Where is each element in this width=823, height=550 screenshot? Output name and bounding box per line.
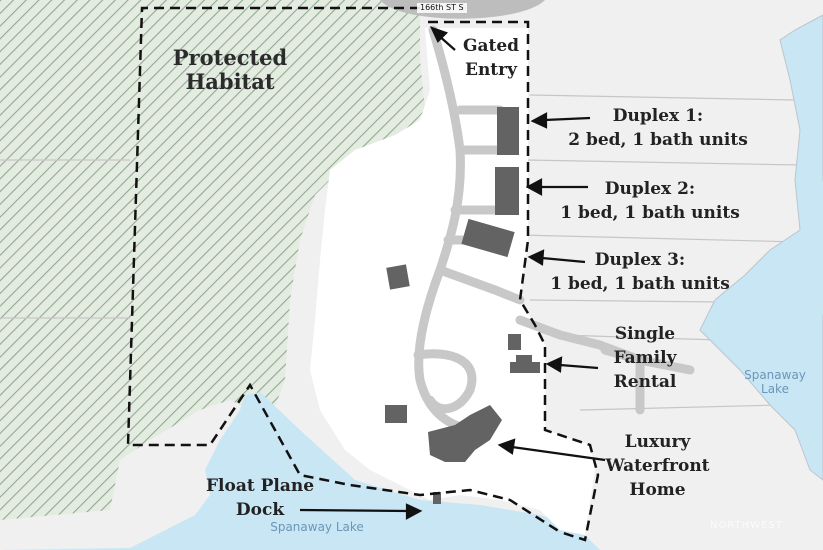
float-plane-dock-line-1: Float Plane — [205, 476, 315, 496]
lake-east-line-1: Spanaway — [744, 368, 806, 382]
luxury-home-building — [428, 405, 502, 462]
duplex1-label: Duplex 1: 2 bed, 1 bath units — [548, 104, 768, 152]
single-family-building — [510, 355, 540, 373]
small-structure — [508, 334, 521, 350]
float-plane-dock-line-2: Dock — [235, 500, 285, 520]
protected-habitat-label: Protected Habitat — [160, 46, 300, 94]
single-family-line-2: Family — [613, 348, 677, 368]
lake-east-bay — [795, 180, 823, 315]
duplex1-building — [497, 107, 519, 155]
outbuilding-2 — [385, 405, 407, 423]
lake-south-label: Spanaway Lake — [270, 520, 364, 534]
duplex3-line-2: 1 bed, 1 bath units — [550, 274, 730, 294]
gated-entry-line-1: Gated — [462, 36, 520, 56]
duplex1-line-1: Duplex 1: — [612, 106, 704, 126]
luxury-home-arrow — [511, 445, 606, 462]
lake-east-label: Spanaway Lake — [735, 368, 815, 396]
duplex2-building — [495, 167, 519, 215]
habitat-area — [0, 0, 425, 520]
gated-entry-label: Gated Entry — [455, 34, 527, 82]
float-plane-dock-label: Float Plane Dock — [195, 474, 325, 522]
single-family-arrow — [559, 363, 599, 370]
duplex3-line-1: Duplex 3: — [594, 250, 686, 270]
luxury-home-line-3: Home — [629, 480, 686, 500]
single-family-line-1: Single — [614, 324, 676, 344]
pointer-arrows — [299, 26, 606, 520]
duplex3-label: Duplex 3: 1 bed, 1 bath units — [530, 248, 750, 296]
lake-east-line-2: Lake — [761, 382, 789, 396]
lake-east — [699, 14, 823, 481]
duplex3-building — [461, 218, 515, 258]
gated-entry-line-2: Entry — [464, 60, 517, 80]
duplex2-label: Duplex 2: 1 bed, 1 bath units — [540, 177, 760, 225]
single-family-line-3: Rental — [613, 372, 677, 392]
watermark: NORTHWEST — [710, 520, 783, 531]
property-area — [310, 28, 595, 535]
duplex2-line-1: Duplex 2: — [604, 179, 696, 199]
luxury-home-line-1: Luxury — [624, 432, 691, 452]
duplex1-arrow — [544, 116, 591, 122]
single-family-label: Single Family Rental — [595, 322, 695, 394]
dock-arrow — [299, 508, 409, 513]
protected-habitat-line-2: Habitat — [185, 69, 275, 94]
dock-structure — [433, 492, 441, 504]
protected-habitat-line-1: Protected — [172, 45, 288, 70]
luxury-home-line-2: Waterfront — [605, 456, 710, 476]
duplex1-line-2: 2 bed, 1 bath units — [568, 130, 748, 150]
luxury-home-label: Luxury Waterfront Home — [600, 430, 715, 502]
parcel-lines — [0, 94, 801, 411]
outbuilding-1 — [386, 264, 410, 290]
buildings — [385, 107, 540, 504]
driveways — [413, 25, 695, 435]
street-label: 166th ST S — [417, 3, 467, 13]
property-boundary — [126, 6, 600, 542]
duplex3-arrow — [541, 256, 586, 264]
duplex2-line-2: 1 bed, 1 bath units — [560, 203, 740, 223]
lake-south — [0, 392, 600, 550]
